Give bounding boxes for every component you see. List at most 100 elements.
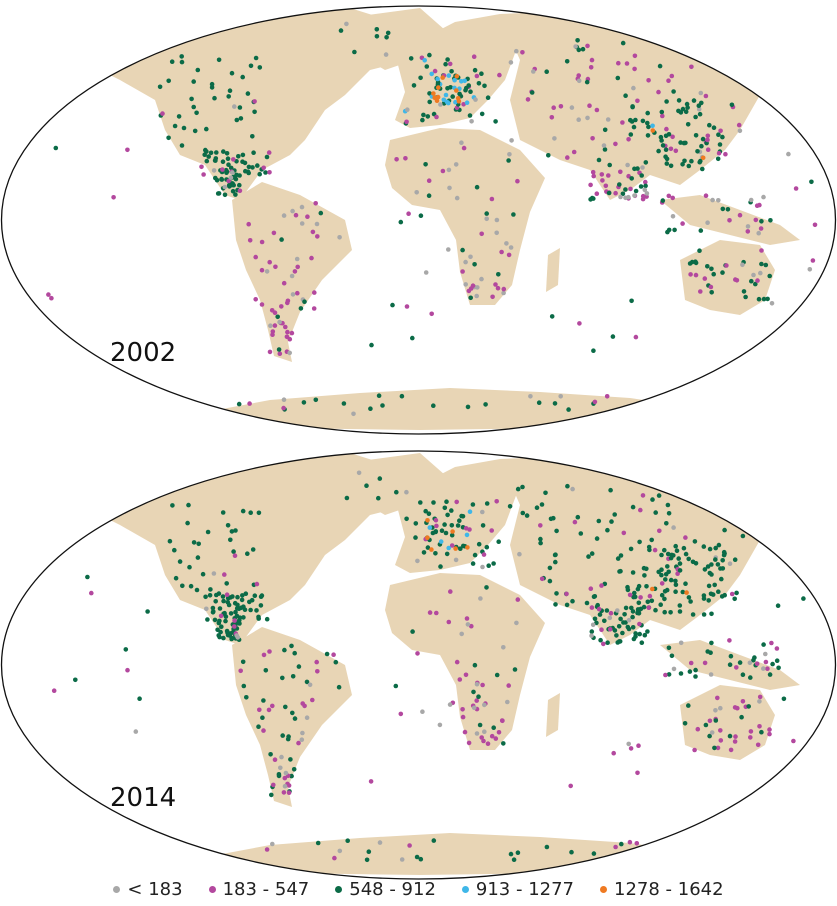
station-dot-green (433, 551, 438, 556)
station-dot-green (656, 148, 661, 154)
station-dot-green (612, 512, 617, 517)
station-dot-purple (613, 844, 618, 850)
legend-item-lt183: < 183 (113, 878, 183, 900)
legend-label: < 183 (127, 878, 183, 900)
station-dot-grey (713, 708, 718, 713)
station-dot-green (668, 555, 674, 561)
station-dot-green (443, 530, 449, 536)
legend-dot-orange (600, 885, 608, 893)
station-dot-green (336, 684, 342, 690)
station-dot-green (192, 128, 198, 134)
station-dot-purple (689, 64, 694, 70)
station-dot-green (644, 584, 649, 589)
station-dot-green (643, 160, 649, 165)
station-dot-purple (497, 72, 502, 78)
station-dot-grey (501, 645, 506, 650)
station-dot-purple (247, 401, 252, 406)
station-dot-blue (446, 545, 452, 551)
station-dot-green (681, 545, 687, 551)
station-dot-green (629, 298, 634, 304)
station-dot-green (683, 551, 689, 557)
station-dot-green (639, 640, 645, 645)
station-dot-purple (501, 286, 507, 292)
station-dot-purple (224, 592, 230, 597)
station-dot-green (477, 722, 483, 728)
station-dot-green (668, 577, 674, 583)
station-dot-grey (494, 230, 500, 236)
station-dot-green (73, 677, 78, 683)
station-dot-green (763, 262, 769, 268)
station-dot-green (374, 34, 380, 39)
station-dot-green (470, 561, 476, 566)
year-label-2002: 2002 (110, 338, 177, 368)
station-dot-green (642, 632, 648, 638)
station-dot-green (604, 608, 610, 613)
station-dot-green (618, 553, 624, 558)
station-dot-green (228, 537, 233, 543)
station-dot-green (715, 562, 721, 567)
station-dot-green (625, 587, 631, 593)
station-dot-green (229, 70, 235, 76)
station-dot-green (662, 609, 667, 615)
station-dot-green (195, 555, 201, 560)
station-dot-green (720, 566, 726, 571)
station-dot-green (410, 629, 415, 634)
station-dot-purple (549, 115, 555, 120)
station-dot-grey (437, 722, 443, 728)
station-dot-green (474, 184, 480, 190)
station-dot-green (236, 154, 241, 159)
station-dot-purple (160, 111, 165, 116)
landmass-australia (680, 240, 775, 315)
station-dot-green (217, 618, 222, 624)
station-dot-grey (709, 730, 715, 735)
station-dot-green (589, 551, 595, 556)
station-dot-green (449, 523, 455, 528)
station-dot-grey (626, 617, 632, 623)
station-dot-purple (277, 351, 283, 357)
station-dot-green (618, 568, 623, 574)
station-dot-grey (740, 262, 745, 268)
station-dot-purple (599, 583, 604, 588)
station-dot-green (426, 193, 432, 198)
station-dot-green (261, 698, 266, 703)
station-dot-purple (286, 790, 292, 795)
station-dot-green (364, 483, 369, 488)
station-dot-green (301, 400, 307, 405)
station-dot-green (170, 503, 175, 508)
station-dot-purple (734, 665, 739, 670)
station-dot-green (671, 89, 676, 94)
station-dot-green (774, 658, 780, 663)
station-dot-green (283, 704, 288, 710)
station-dot-green (292, 716, 298, 721)
station-dot-purple (394, 157, 399, 162)
station-dot-purple (305, 214, 310, 219)
station-dot-green (250, 134, 255, 139)
station-dot-green (254, 608, 259, 613)
station-dot-green (709, 290, 714, 295)
station-dot-green (677, 561, 683, 566)
map-2014: 2014 (0, 445, 837, 885)
station-dot-green (251, 150, 256, 155)
station-dot-green (712, 582, 717, 588)
station-dot-green (719, 576, 724, 582)
station-dot-green (482, 83, 487, 89)
station-dot-green (616, 624, 622, 629)
station-dot-green (680, 106, 686, 112)
station-dot-green (236, 401, 242, 407)
station-dot-green (470, 502, 476, 507)
station-dot-purple (460, 707, 465, 712)
station-dot-purple (666, 78, 671, 83)
station-dot-green (231, 549, 236, 554)
station-dot-green (240, 152, 246, 158)
station-dot-green (191, 104, 196, 110)
station-dot-purple (693, 272, 699, 278)
station-dot-purple (754, 661, 760, 666)
station-dot-green (224, 581, 229, 586)
station-dot-green (756, 296, 762, 302)
station-dot-purple (415, 651, 420, 656)
station-dot-green (716, 589, 721, 594)
station-dot-green (685, 105, 690, 110)
station-dot-purple (737, 212, 743, 218)
station-dot-purple (273, 264, 278, 270)
station-dot-purple (757, 724, 762, 729)
